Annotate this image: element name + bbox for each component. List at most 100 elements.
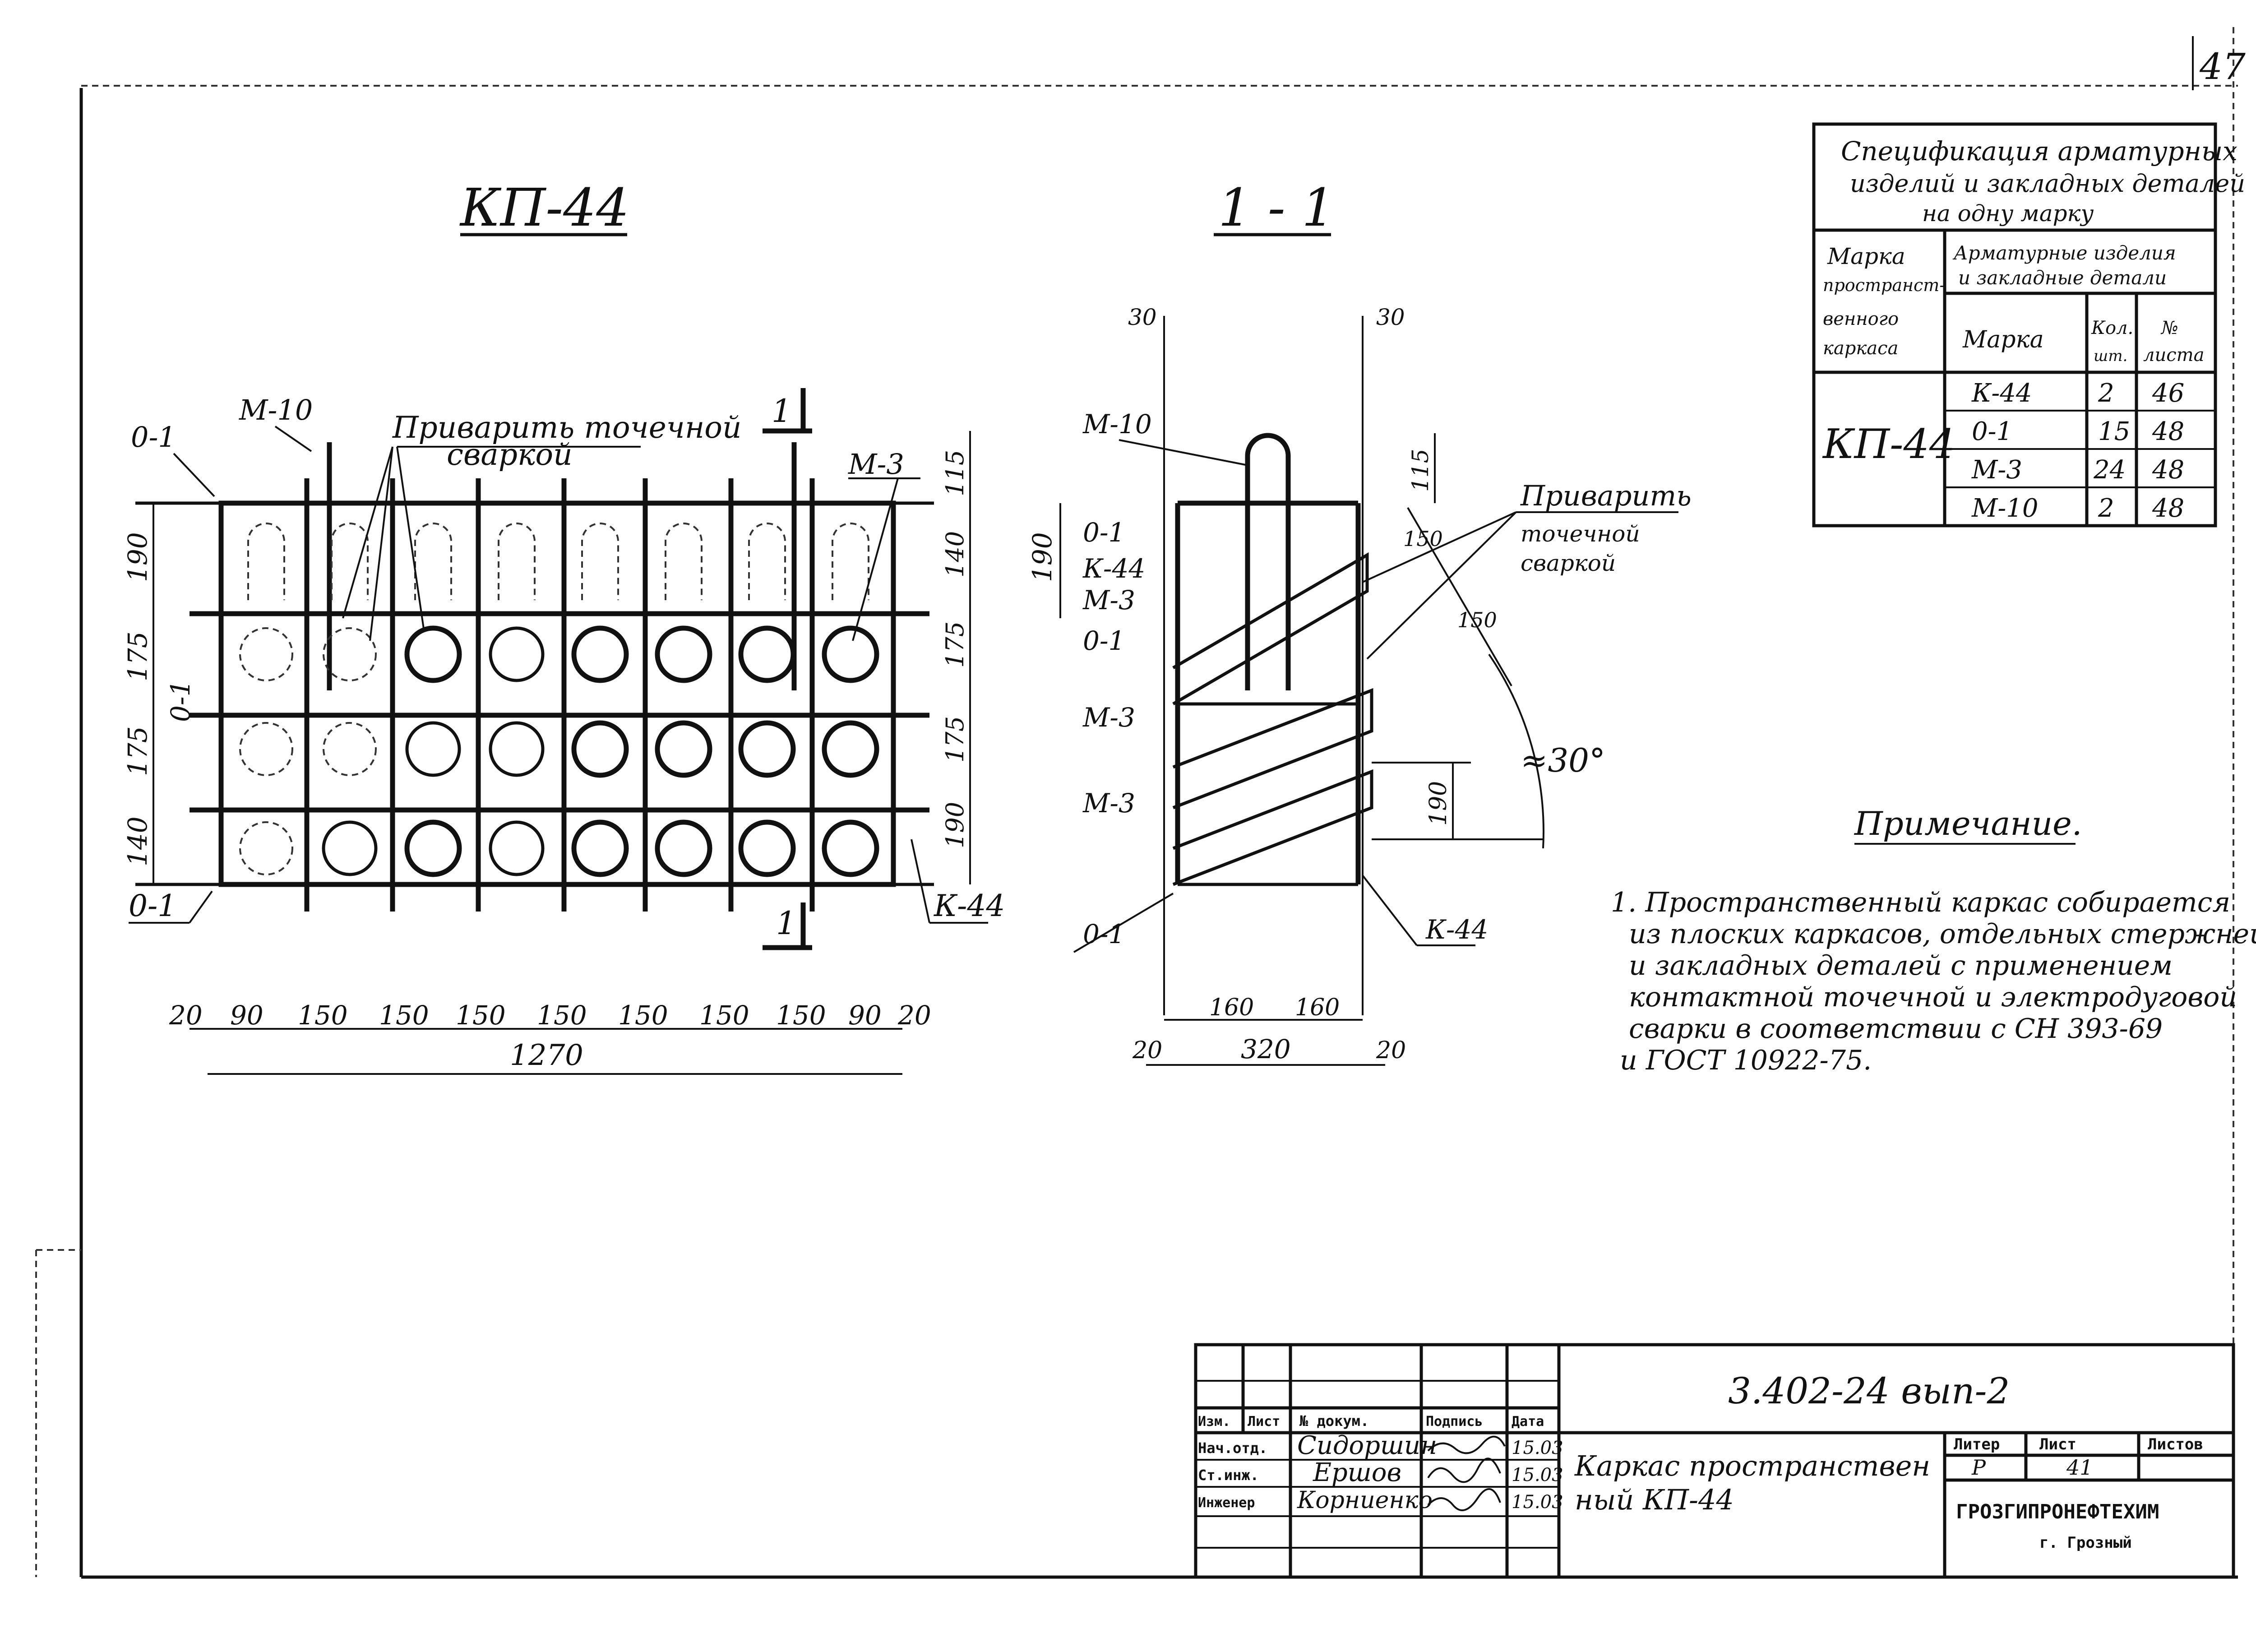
spec-row3-sheet: 48 bbox=[2152, 455, 2184, 485]
spec-title-line2: изделий и закладных деталей bbox=[1850, 169, 2245, 198]
spec-row4-qty: 2 bbox=[2098, 494, 2114, 523]
title-date-2: 15.03 bbox=[1512, 1465, 1563, 1485]
section-inclined-plates bbox=[1172, 552, 1373, 886]
plan-view: КП-44 bbox=[122, 178, 1005, 1075]
spec-col-group-line2: и закладные детали bbox=[1958, 267, 2167, 289]
section-angle: ≈30° bbox=[1521, 741, 1605, 779]
section-dim-bottom-2: 160 bbox=[1295, 994, 1340, 1021]
plan-dim-bottom-1: 20 bbox=[169, 1000, 203, 1031]
signatures bbox=[1427, 1435, 1506, 1511]
plan-dim-right-3: 175 bbox=[941, 621, 969, 668]
section-label-o1-b: 0-1 bbox=[1083, 625, 1125, 656]
title-name-2: Ершов bbox=[1313, 1458, 1401, 1487]
spec-row1-mark: К-44 bbox=[1971, 379, 2032, 408]
section-weld-note-line2: точечной bbox=[1521, 521, 1640, 547]
plan-section-mark-top: 1 bbox=[772, 393, 792, 430]
title-name-1: Сидоршин bbox=[1297, 1431, 1437, 1460]
section-view: 1 - 1 30 30 М-10 0-1 К-44 М-3 0-1 М-3 М-… bbox=[1027, 178, 1692, 1066]
plan-label-o1-mid: 0-1 bbox=[165, 680, 196, 722]
plan-dim-bottom-5: 150 bbox=[456, 1000, 506, 1031]
plan-title: КП-44 bbox=[459, 178, 629, 238]
plan-dim-left-4: 140 bbox=[122, 816, 153, 866]
sheet-corner-number: 47 bbox=[2199, 46, 2246, 88]
title-col-docnum: № докум. bbox=[1299, 1412, 1369, 1430]
spec-row2-qty: 15 bbox=[2098, 417, 2130, 446]
title-org: ГРОЗГИПРОНЕФТЕХИМ bbox=[1956, 1500, 2159, 1523]
spec-row4-mark: М-10 bbox=[1971, 494, 2039, 523]
spec-row2-mark: 0-1 bbox=[1972, 417, 2012, 446]
spec-col-group-line1: Арматурные изделия bbox=[1952, 242, 2176, 264]
title-col-list: Лист bbox=[1248, 1414, 1280, 1430]
title-col-izm: Изм. bbox=[1198, 1414, 1230, 1430]
plan-dim-left-3: 175 bbox=[122, 726, 153, 776]
note-line-4: контактной точечной и электродуговой bbox=[1629, 981, 2237, 1013]
title-role-1: Нач.отд. bbox=[1198, 1439, 1267, 1457]
section-weld-note-line3: сваркой bbox=[1521, 550, 1616, 576]
plan-dim-bottom-8: 150 bbox=[699, 1000, 749, 1031]
title-role-3: Инженер bbox=[1198, 1495, 1255, 1511]
plan-label-m3: М-3 bbox=[848, 448, 904, 481]
section-m10-loop bbox=[1245, 433, 1291, 690]
plan-dim-right-5: 190 bbox=[941, 802, 969, 848]
plan-dim-right-2: 140 bbox=[941, 531, 969, 578]
section-dim-lower-right: 190 bbox=[1425, 781, 1452, 826]
plan-dim-right-4: 175 bbox=[941, 716, 969, 763]
section-dim-bottom-1: 160 bbox=[1209, 994, 1254, 1021]
title-litera-label: Литер bbox=[1954, 1435, 2000, 1453]
plan-weld-note-line2: сваркой bbox=[447, 437, 573, 472]
spec-col-frame-line2: пространст- bbox=[1823, 275, 1945, 295]
spec-col-qty-line2: шт. bbox=[2094, 347, 2127, 365]
spec-col-frame-line3: венного bbox=[1823, 309, 1899, 329]
section-label-k44-right: К-44 bbox=[1425, 914, 1488, 945]
note-heading: Примечание. bbox=[1854, 805, 2082, 842]
section-dim-end-left: 20 bbox=[1132, 1037, 1162, 1064]
plan-label-o1-bottom: 0-1 bbox=[129, 888, 176, 923]
section-label-m3-b: М-3 bbox=[1082, 702, 1135, 733]
section-label-m10: М-10 bbox=[1082, 409, 1152, 440]
section-label-k44: К-44 bbox=[1082, 553, 1145, 584]
plan-dim-bottom-2: 90 bbox=[230, 1000, 264, 1031]
plan-dim-bottom-4: 150 bbox=[379, 1000, 429, 1031]
section-dim-total: 320 bbox=[1241, 1034, 1291, 1064]
plan-label-k44: К-44 bbox=[933, 888, 1005, 923]
section-dim-inclined-1: 150 bbox=[1403, 527, 1443, 551]
note-line-2: из плоских каркасов, отдельных стержней bbox=[1629, 918, 2256, 950]
spec-row2-sheet: 48 bbox=[2152, 417, 2184, 446]
spec-title-line1: Спецификация арматурных bbox=[1841, 136, 2238, 167]
spec-col-sheet-line1: № bbox=[2160, 318, 2178, 338]
plan-dim-bottom-9: 150 bbox=[776, 1000, 826, 1031]
section-label-o1-a: 0-1 bbox=[1083, 517, 1125, 548]
section-dim-inclined-2: 150 bbox=[1457, 608, 1497, 632]
spec-col-mark: Марка bbox=[1962, 326, 2044, 353]
plan-weld-note-line1: Приварить точечной bbox=[392, 410, 742, 445]
section-label-m3-c: М-3 bbox=[1082, 788, 1135, 819]
spec-table: Спецификация арматурных изделий и заклад… bbox=[1812, 122, 2245, 528]
spec-col-sheet-line2: листа bbox=[2143, 345, 2204, 366]
plan-vertical-bars bbox=[304, 442, 815, 912]
title-listov-label: Листов bbox=[2148, 1435, 2203, 1453]
title-col-signature: Подпись bbox=[1426, 1414, 1483, 1430]
section-label-m3-a: М-3 bbox=[1082, 585, 1135, 615]
plan-circles bbox=[239, 625, 879, 877]
plan-dim-bottom-11: 20 bbox=[897, 1000, 931, 1031]
spec-table-outline bbox=[1812, 122, 2217, 528]
section-dim-top-right: 30 bbox=[1376, 304, 1405, 330]
plan-dim-left-1: 190 bbox=[122, 532, 153, 582]
title-litera: Р bbox=[1971, 1455, 1986, 1480]
title-date-3: 15.03 bbox=[1512, 1492, 1563, 1513]
plan-label-o1-top: 0-1 bbox=[131, 421, 176, 453]
section-weld-note-line1: Приварить bbox=[1520, 479, 1692, 512]
title-list: 41 bbox=[2066, 1455, 2093, 1480]
plan-label-m10: М-10 bbox=[239, 393, 313, 426]
spec-title-line3: на одну марку bbox=[1922, 200, 2094, 227]
plan-dim-bottom-6: 150 bbox=[537, 1000, 587, 1031]
title-block-outline bbox=[1194, 1343, 2235, 1579]
title-name-line1: Каркас пространствен bbox=[1574, 1449, 1930, 1482]
title-list-label: Лист bbox=[2039, 1435, 2076, 1453]
note-line-6: и ГОСТ 10922-75. bbox=[1620, 1045, 1872, 1076]
spec-row1-sheet: 46 bbox=[2152, 379, 2184, 408]
spec-col-frame-line1: Марка bbox=[1827, 243, 1905, 269]
plan-dim-bottom-3: 150 bbox=[298, 1000, 348, 1031]
plan-dim-total: 1270 bbox=[510, 1039, 583, 1072]
